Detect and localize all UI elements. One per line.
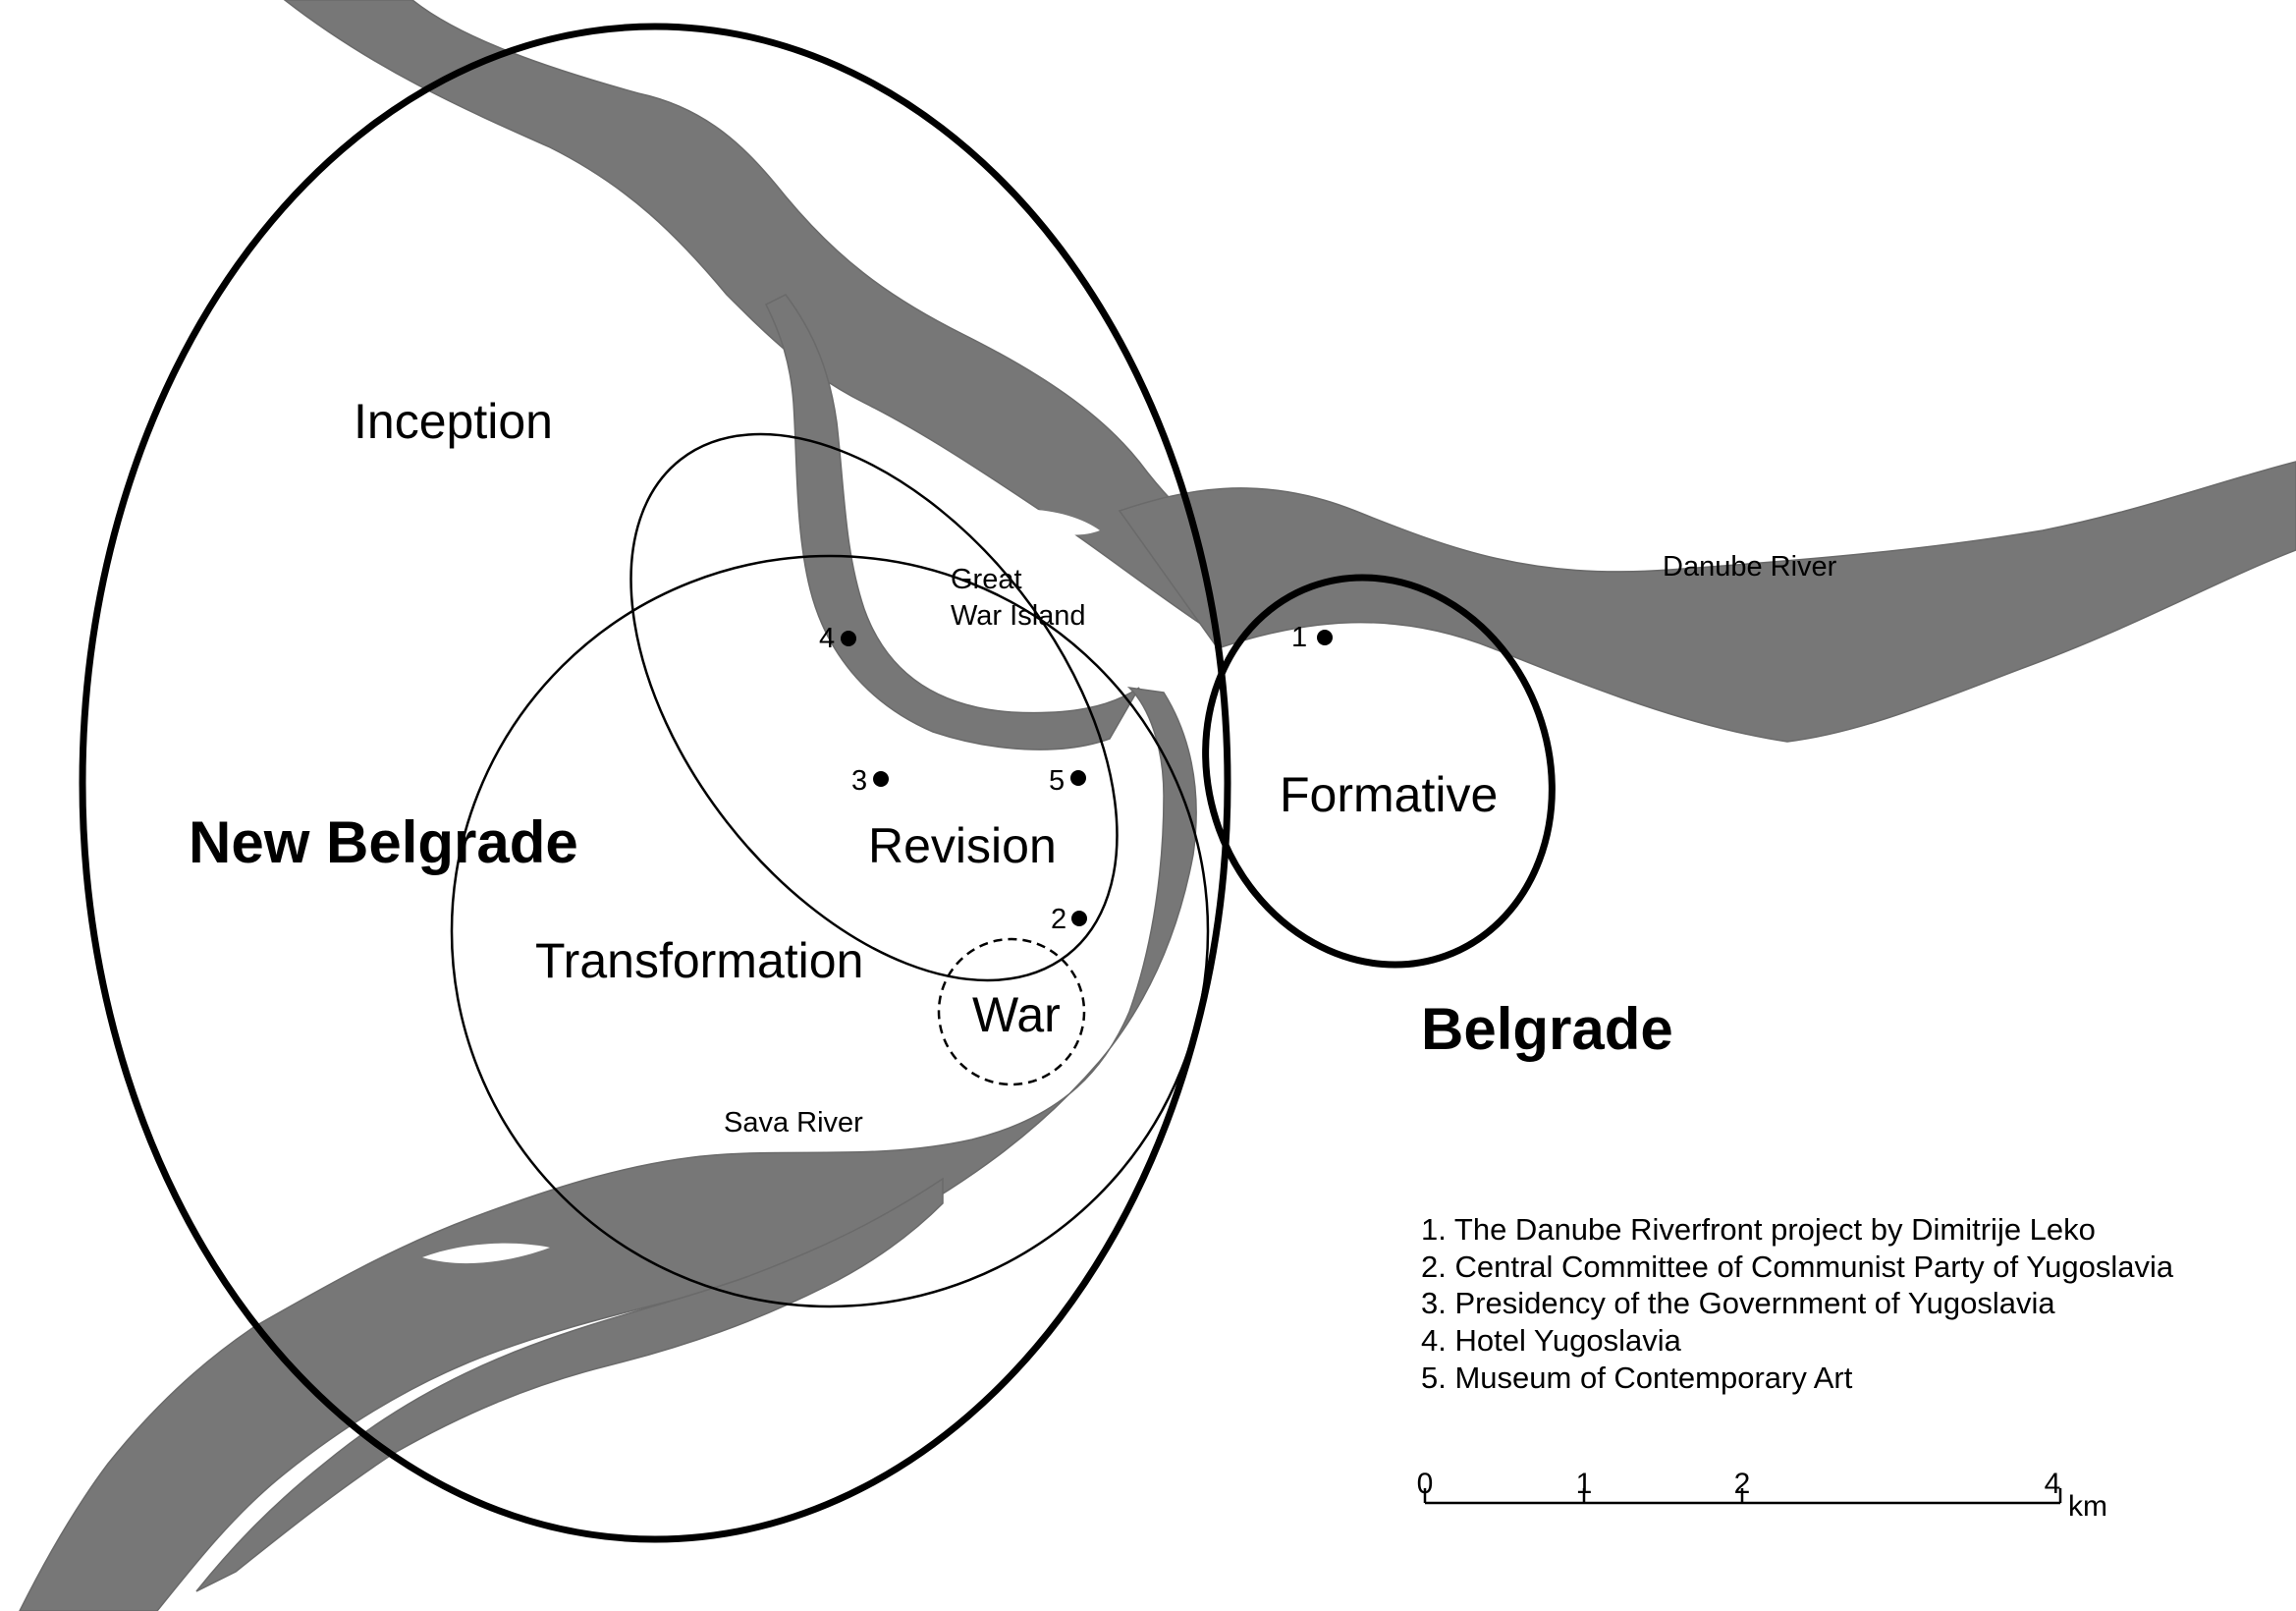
war-zone: [937, 937, 1086, 1086]
legend-item: 5. Museum of Contemporary Art: [1421, 1361, 1853, 1395]
sava-river-label: Sava River: [724, 1107, 863, 1139]
scale-bar: 0 1 2 4 km: [1417, 1468, 2107, 1523]
belgrade-label: Belgrade: [1421, 996, 1673, 1062]
great-war-island-label-line2: War Island: [951, 600, 1086, 632]
danube-island-loop: [764, 294, 1140, 750]
formative-label: Formative: [1280, 767, 1498, 822]
sava-river: [19, 686, 1197, 1611]
scale-tick-label: 0: [1417, 1468, 1434, 1500]
transformation-zone: [450, 554, 1210, 1308]
war-label: War: [972, 987, 1061, 1042]
danube-upper-arm: [283, 0, 1238, 631]
revision-label: Revision: [868, 818, 1057, 873]
danube-main-channel: [1118, 461, 2296, 743]
site-dot: [873, 771, 889, 787]
site-marker[interactable]: 4: [819, 623, 856, 654]
site-marker[interactable]: 2: [1051, 904, 1087, 935]
island-sliver: [1011, 509, 1100, 535]
site-dot: [1070, 770, 1086, 786]
legend-item: 2. Central Committee of Communist Party …: [1421, 1250, 2174, 1284]
danube-river-label: Danube River: [1663, 551, 1837, 583]
rivers: [19, 0, 2296, 1611]
site-marker[interactable]: 1: [1291, 622, 1333, 653]
site-number: 5: [1049, 765, 1065, 797]
site-number: 3: [851, 765, 867, 797]
city-labels: New Belgrade Belgrade: [189, 809, 1673, 1062]
site-number: 1: [1291, 622, 1307, 653]
scale-tick-label: 1: [1576, 1468, 1593, 1500]
site-marker[interactable]: 5: [1049, 765, 1086, 797]
site-number: 2: [1051, 904, 1066, 935]
zones: [79, 23, 1556, 1543]
zone-labels: Inception Formative Transformation Revis…: [354, 394, 1498, 1042]
site-dot: [1071, 911, 1087, 926]
inception-zone: [79, 23, 1231, 1543]
inception-label: Inception: [354, 394, 553, 449]
sava-islet: [422, 1243, 550, 1264]
legend-item: 4. Hotel Yugoslavia: [1421, 1323, 1682, 1358]
legend-item: 3. Presidency of the Government of Yugos…: [1421, 1286, 2055, 1320]
new-belgrade-label: New Belgrade: [189, 809, 578, 875]
sava-secondary-channel: [195, 1177, 944, 1592]
site-marker[interactable]: 3: [851, 765, 889, 797]
transformation-label: Transformation: [535, 933, 863, 988]
scale-bar-line: [1423, 1488, 2062, 1505]
scale-tick-label: 4: [2045, 1468, 2061, 1500]
great-war-island-label-line1: Great: [951, 564, 1022, 595]
site-dot: [1317, 630, 1333, 645]
formative-zone: [1202, 574, 1556, 969]
scale-tick-label: 2: [1734, 1468, 1751, 1500]
site-number: 4: [819, 623, 835, 654]
legend: 1. The Danube Riverfront project by Dimi…: [1421, 1212, 2174, 1395]
site-dot: [841, 631, 856, 646]
sites: 1 2 3 4 5: [819, 622, 1333, 935]
water-labels: Danube River Sava River Great War Island: [724, 551, 1837, 1139]
revision-zone: [629, 432, 1119, 982]
legend-item: 1. The Danube Riverfront project by Dimi…: [1421, 1212, 2096, 1247]
scale-unit-label: km: [2068, 1490, 2107, 1523]
